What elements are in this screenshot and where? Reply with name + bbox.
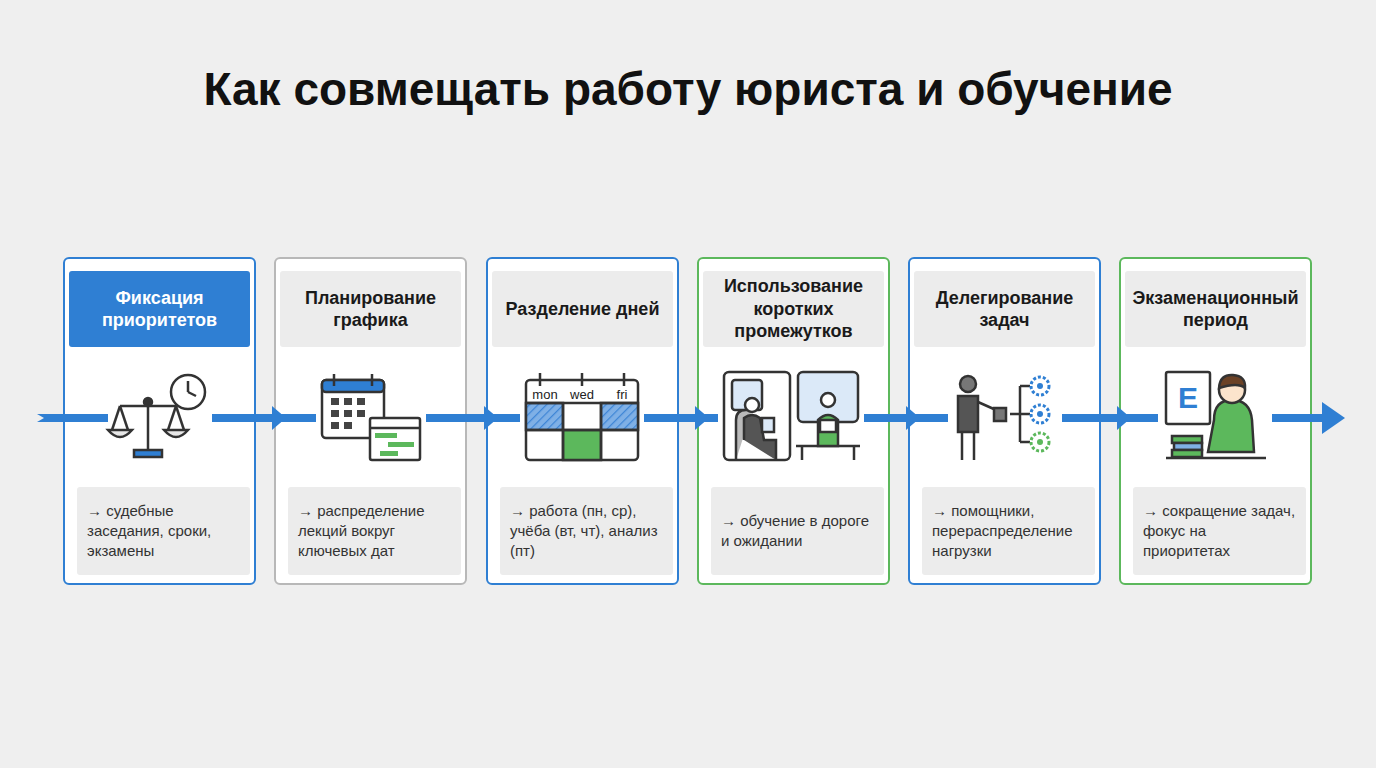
arrow-head <box>695 406 709 430</box>
step-heading: Экзаменационный период <box>1125 271 1306 347</box>
arrow-head <box>484 406 498 430</box>
step-heading: Делегирование задач <box>914 271 1095 347</box>
step-heading: Фиксация приоритетов <box>69 271 250 347</box>
flow-arrow <box>467 406 498 430</box>
step-description: → работа (пн, ср), учёба (вт, чт), анали… <box>500 487 673 575</box>
arrow-shaft <box>1101 414 1123 422</box>
step-heading: Разделение дней <box>492 271 673 347</box>
step-box: Использование коротких промежутков → обуч… <box>697 257 890 585</box>
weekday-label: wed <box>570 387 594 402</box>
arrow-head <box>906 406 920 430</box>
weekday-label: fri <box>617 387 628 402</box>
flow-arrow <box>1101 406 1131 430</box>
step-description: → сокращение задач, фокус на приоритетах <box>1133 487 1306 575</box>
arrow-head <box>1117 406 1131 430</box>
step-box: Фиксация приоритетов → судебные заседания… <box>63 257 256 585</box>
step-heading: Планирование графика <box>280 271 461 347</box>
flow-arrow <box>679 406 709 430</box>
step-box: Разделение дней → работа (пн, ср), учёба … <box>486 257 679 585</box>
flow-arrow <box>256 406 286 430</box>
step-description: → распределение лекций вокруг ключевых д… <box>288 487 461 575</box>
arrow-shaft <box>467 414 490 422</box>
board-letter: E <box>1178 381 1198 415</box>
arrow-shaft <box>679 414 701 422</box>
arrow-head <box>272 406 286 430</box>
diagram-title: Как совмещать работу юриста и обучение <box>0 62 1376 116</box>
step-heading: Использование коротких промежутков <box>703 271 884 347</box>
weekday-label: mon <box>532 387 557 402</box>
step-description: → обучение в дороге и ожидании <box>711 487 884 575</box>
arrow-shaft <box>890 414 912 422</box>
flow-arrow <box>890 406 920 430</box>
step-box: Делегирование задач → помощники, перерасп… <box>908 257 1101 585</box>
step-box: Планирование графика → распределение лекц… <box>274 257 467 585</box>
step-box: Экзаменационный период → сокращение задач… <box>1119 257 1312 585</box>
step-description: → помощники, перераспределение нагрузки <box>922 487 1095 575</box>
step-description: → судебные заседания, сроки, экзамены <box>77 487 250 575</box>
arrow-shaft <box>256 414 278 422</box>
